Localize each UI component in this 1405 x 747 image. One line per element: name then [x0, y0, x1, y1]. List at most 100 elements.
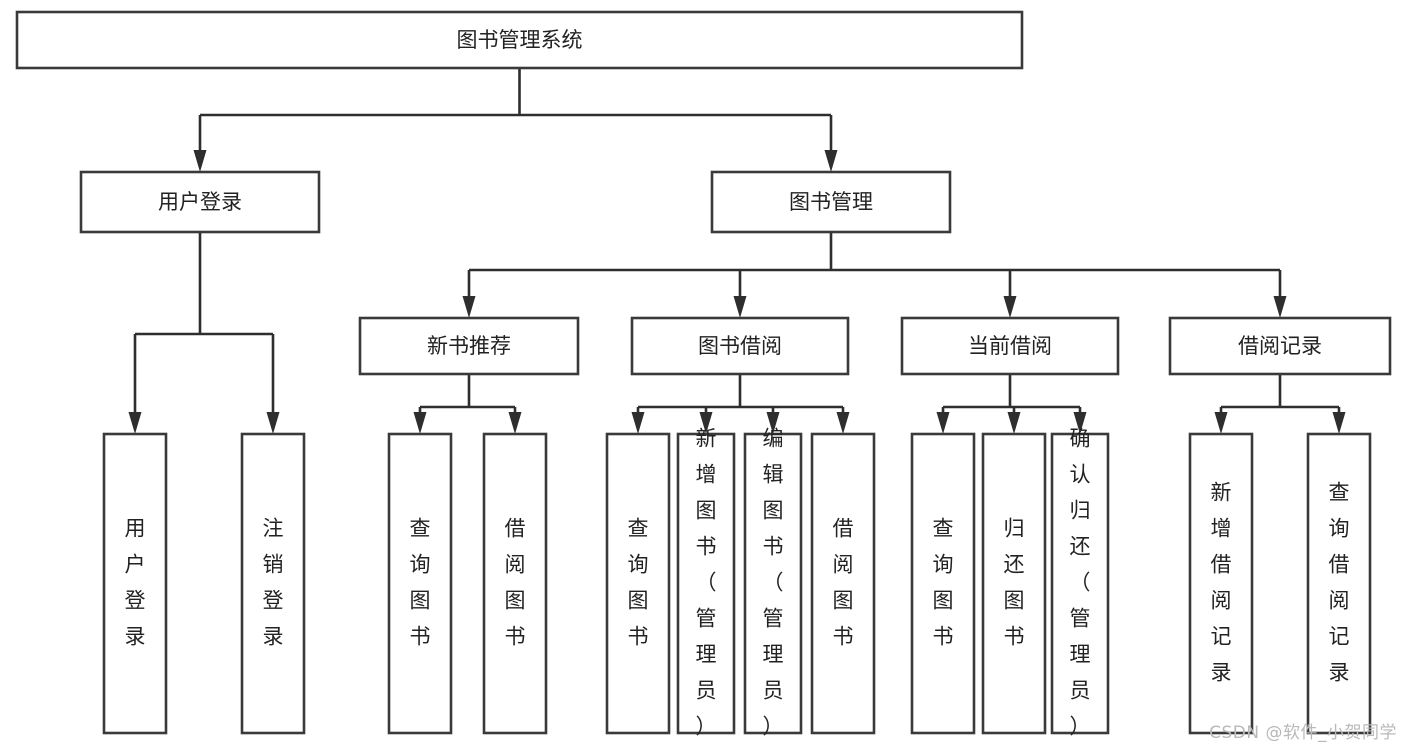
node-box[interactable]: [387, 432, 453, 735]
connector-arrowhead: [1073, 412, 1087, 434]
node-label-char: 录: [1329, 661, 1350, 685]
node-label: 用户登录: [158, 190, 242, 214]
node-label-char: 图: [628, 589, 649, 613]
node-label: 当前借阅: [968, 334, 1052, 358]
node-label-char: 图: [1004, 589, 1025, 613]
node-label-char: 用: [125, 517, 146, 541]
node-user-login[interactable]: 用户登录: [79, 170, 321, 234]
node-box[interactable]: [981, 432, 1047, 735]
node-label-char: 新: [1211, 481, 1232, 505]
node-box[interactable]: [1306, 432, 1372, 735]
node-box[interactable]: [1188, 432, 1254, 735]
node-label-char: ）: [763, 715, 784, 739]
node-box[interactable]: [910, 432, 976, 735]
connector-group: [193, 68, 838, 172]
node-label-char: 图: [833, 589, 854, 613]
node-box[interactable]: [810, 432, 876, 735]
node-box[interactable]: [240, 432, 306, 735]
node-label-char: 书: [763, 535, 784, 559]
node-box[interactable]: [482, 432, 548, 735]
node-box[interactable]: [79, 170, 321, 234]
node-label-char: 书: [505, 625, 526, 649]
node-label-char: 录: [263, 625, 284, 649]
node-box[interactable]: [900, 316, 1120, 376]
node-label: 图书管理: [789, 190, 873, 214]
node-box[interactable]: [630, 316, 850, 376]
node-label-char: 增: [696, 463, 717, 487]
node-box[interactable]: [676, 432, 736, 735]
connector-arrowhead: [1214, 412, 1228, 434]
node-current-borrow[interactable]: 当前借阅: [900, 316, 1120, 376]
node-label-char: 增: [1211, 517, 1232, 541]
node-box[interactable]: [605, 432, 671, 735]
connector-group: [413, 374, 522, 434]
edges-layer: [128, 68, 1346, 434]
node-borrow-record[interactable]: 借阅记录: [1168, 316, 1392, 376]
connector-arrowhead: [413, 412, 427, 434]
node-box[interactable]: [358, 316, 580, 376]
node-label-char: 记: [1211, 625, 1232, 649]
node-label-char: 阅: [833, 553, 854, 577]
connector-arrowhead: [508, 412, 522, 434]
node-label-char: 书: [696, 535, 717, 559]
connector-arrowhead: [824, 150, 838, 172]
node-book-manage[interactable]: 图书管理: [710, 170, 952, 234]
node-label-char: 户: [125, 553, 146, 577]
node-label-char: 辑: [763, 463, 784, 487]
connector-arrowhead: [1273, 296, 1287, 318]
node-book-borrow[interactable]: 图书借阅: [630, 316, 850, 376]
node-label-char: 书: [628, 625, 649, 649]
node-label-char: ）: [696, 715, 717, 739]
node-label-char: 图: [410, 589, 431, 613]
connector-arrowhead: [699, 412, 713, 434]
node-label-char: 书: [1004, 625, 1025, 649]
connector-group: [936, 374, 1087, 434]
node-box[interactable]: [710, 170, 952, 234]
watermark-label: CSDN @软件_小贺同学: [1209, 723, 1397, 743]
node-box[interactable]: [1050, 432, 1110, 735]
connector-arrowhead: [1332, 412, 1346, 434]
node-label-char: 登: [263, 589, 284, 613]
node-root[interactable]: 图书管理系统: [15, 10, 1024, 70]
node-label-char: 编: [763, 427, 784, 451]
connector-arrowhead: [631, 412, 645, 434]
node-box[interactable]: [102, 432, 168, 735]
node-label-char: 员: [1070, 679, 1091, 703]
node-label-char: 销: [263, 553, 284, 577]
node-box[interactable]: [15, 10, 1024, 70]
node-label-char: 借: [505, 517, 526, 541]
node-box[interactable]: [743, 432, 803, 735]
node-label: 借阅记录: [1238, 334, 1322, 358]
nodes-layer: 图书管理系统用户登录图书管理新书推荐图书借阅当前借阅借阅记录用户登录注销登录查询…: [15, 10, 1392, 739]
node-label-char: 查: [410, 517, 431, 541]
node-label-char: （: [1070, 571, 1091, 595]
node-label-char: 记: [1329, 625, 1350, 649]
node-label-char: 图: [505, 589, 526, 613]
node-box[interactable]: [1168, 316, 1392, 376]
node-label-char: 图: [696, 499, 717, 523]
node-label-char: 员: [696, 679, 717, 703]
connector-group: [128, 232, 280, 434]
node-label-char: 图: [763, 499, 784, 523]
connector-arrowhead: [1003, 296, 1017, 318]
node-label-char: 借: [833, 517, 854, 541]
node-label-char: 管: [696, 607, 717, 631]
node-new-book-rec[interactable]: 新书推荐: [358, 316, 580, 376]
node-label-char: 书: [933, 625, 954, 649]
node-label-char: 注: [263, 517, 284, 541]
node-leaf-user-login[interactable]: 用户登录: [102, 432, 168, 735]
node-label-char: 理: [1070, 643, 1091, 667]
node-label-char: 书: [833, 625, 854, 649]
